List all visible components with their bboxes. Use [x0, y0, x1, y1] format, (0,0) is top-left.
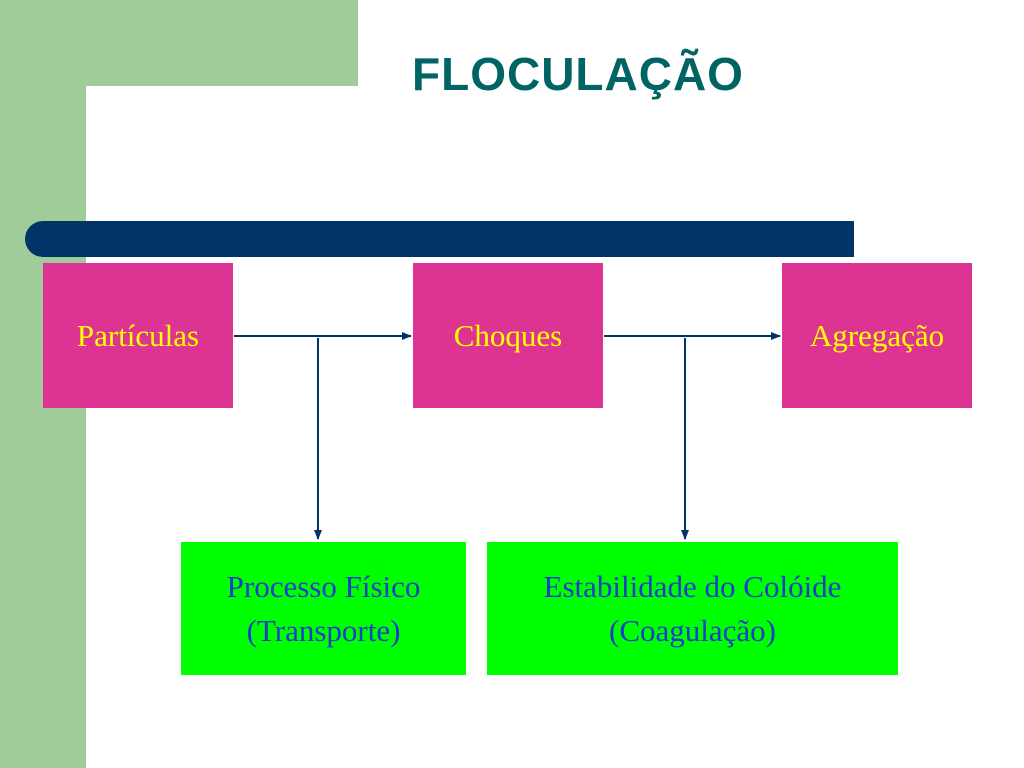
- node-particulas: Partículas: [43, 263, 233, 408]
- node-estabilidade-line2: (Coagulação): [609, 612, 776, 648]
- slide-title: FLOCULAÇÃO: [412, 48, 744, 100]
- node-estabilidade-coloide: Estabilidade do Colóide (Coagulação): [487, 542, 898, 675]
- top-accent-bar: [0, 0, 358, 86]
- node-agregacao: Agregação: [782, 263, 972, 408]
- node-choques: Choques: [413, 263, 603, 408]
- node-agregacao-label: Agregação: [809, 317, 945, 353]
- node-processo-line1: Processo Físico: [226, 568, 421, 604]
- node-processo-line2: (Transporte): [246, 612, 401, 648]
- node-choques-label: Choques: [453, 317, 563, 353]
- node-particulas-label: Partículas: [76, 317, 200, 353]
- node-estabilidade-line1: Estabilidade do Colóide: [543, 568, 842, 604]
- header-divider-bar: [25, 221, 854, 257]
- node-processo-fisico: Processo Físico (Transporte): [181, 542, 466, 675]
